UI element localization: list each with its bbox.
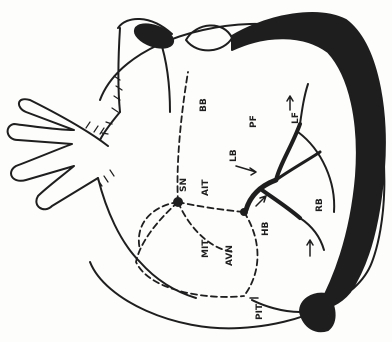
label-rb: RB bbox=[315, 198, 325, 212]
sinus-node bbox=[173, 197, 183, 207]
label-bb: BB bbox=[199, 98, 209, 112]
label-pit: PIT bbox=[255, 303, 265, 320]
atrium-wall bbox=[100, 112, 120, 140]
diagram-labels: BB SN AIT MIT AVN HB LB PF RB LF PIT bbox=[179, 98, 325, 320]
lb-arrow bbox=[236, 166, 256, 175]
appendage-suture bbox=[86, 122, 114, 186]
sinus-region-outline bbox=[139, 202, 178, 250]
conduction-paths bbox=[136, 72, 258, 297]
heart-outline-left bbox=[98, 178, 196, 298]
lf-arrow bbox=[287, 96, 293, 110]
label-pf: PF bbox=[249, 115, 259, 128]
label-lb: LB bbox=[229, 149, 239, 162]
label-sn: SN bbox=[179, 178, 189, 192]
label-ait: AIT bbox=[201, 179, 211, 196]
ivc-stub bbox=[300, 294, 335, 332]
av-node bbox=[240, 208, 248, 216]
label-avn: AVN bbox=[225, 245, 235, 266]
rb-arrow bbox=[307, 240, 313, 256]
anterior-internodal-path bbox=[178, 202, 244, 212]
label-mit: MIT bbox=[201, 239, 211, 258]
appendage-outline bbox=[8, 99, 108, 209]
right-bundle-branch-2 bbox=[300, 218, 324, 250]
artery-stub bbox=[160, 40, 170, 112]
artery-opening bbox=[132, 20, 176, 52]
label-lf: LF bbox=[291, 112, 301, 124]
diagram-drawing bbox=[8, 13, 385, 331]
right-bundle-branch bbox=[262, 190, 300, 218]
purkinje-fiber bbox=[300, 84, 308, 124]
label-hb: HB bbox=[261, 221, 271, 236]
hb-arrow bbox=[256, 196, 266, 206]
avn-region-outline bbox=[244, 212, 258, 296]
